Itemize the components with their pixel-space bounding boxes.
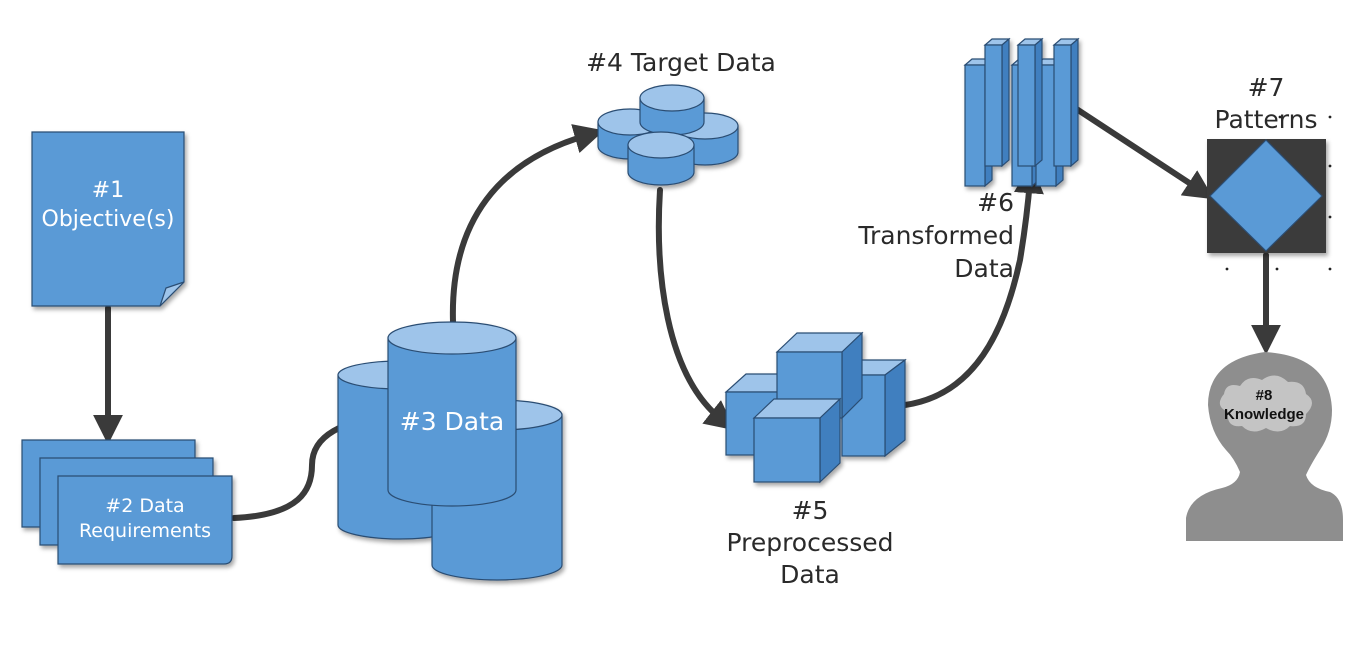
arrow-6-to-7 bbox=[1072, 105, 1215, 200]
step-1-number: #1 bbox=[91, 178, 125, 203]
arrow-3-to-4 bbox=[449, 124, 605, 325]
patterns-diamond-icon bbox=[1207, 139, 1326, 253]
arrow-4-to-5 bbox=[655, 187, 736, 431]
thought-cloud-icon bbox=[1219, 375, 1312, 432]
step-1-title: Objective(s) bbox=[41, 207, 175, 232]
target-data-cluster-icon bbox=[597, 84, 739, 186]
arrow-5-to-6 bbox=[902, 163, 1044, 408]
step-3-label: #3 Data bbox=[388, 406, 516, 438]
step-1-label: #1 Objective(s) bbox=[32, 176, 184, 234]
step-8-number: #8 bbox=[1255, 387, 1273, 404]
step-8-title: Knowledge bbox=[1223, 406, 1304, 423]
step-2-line-1: #2 Data bbox=[105, 495, 185, 517]
data-requirements-stack-icon bbox=[21, 439, 233, 565]
flow-arrows bbox=[93, 105, 1281, 521]
step-7-label: #7 Patterns bbox=[1196, 72, 1336, 136]
transformed-data-bars-icon bbox=[963, 37, 1080, 188]
step-8-label: #8 Knowledge bbox=[1212, 386, 1316, 424]
preprocessed-cubes-icon bbox=[724, 331, 907, 484]
step-5-number: #5 bbox=[791, 496, 829, 525]
step-2-line-2: Requirements bbox=[78, 520, 212, 542]
step-3-title: #3 Data bbox=[399, 407, 505, 436]
step-5-label: #5 Preprocessed Data bbox=[718, 495, 902, 591]
step-4-label: #4 Target Data bbox=[576, 47, 786, 79]
step-6-line-2: Transformed bbox=[858, 221, 1014, 250]
database-cylinders-icon bbox=[337, 321, 563, 581]
knowledge-head-icon bbox=[1186, 352, 1343, 541]
step-4-title: #4 Target Data bbox=[586, 48, 776, 77]
objective-document-icon bbox=[31, 131, 185, 307]
step-5-line-2: Preprocessed bbox=[726, 528, 894, 557]
step-5-line-3: Data bbox=[780, 560, 840, 589]
step-6-number: #6 bbox=[977, 188, 1014, 217]
step-7-number: #7 bbox=[1247, 73, 1285, 102]
step-7-title: Patterns bbox=[1214, 105, 1318, 134]
step-6-label: #6 Transformed Data bbox=[858, 186, 1014, 285]
step-6-line-3: Data bbox=[954, 254, 1014, 283]
pattern-dots bbox=[1225, 115, 1332, 271]
step-2-label: #2 Data Requirements bbox=[58, 494, 232, 544]
